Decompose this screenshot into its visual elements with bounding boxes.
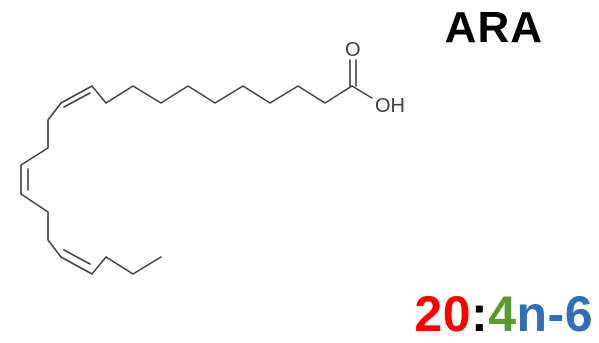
- omega-position: n-6: [516, 286, 593, 342]
- chain-segment-terminal-tail: [91, 256, 162, 275]
- chain-segment-carboxyl-to-first-double-bond: [91, 85, 353, 104]
- chain-segment-first-to-second-double-bond: [20, 102, 62, 166]
- carbon-chain: [20, 85, 353, 275]
- double-bond-2: [20, 164, 29, 195]
- carbonyl-oxygen-label: O: [345, 39, 361, 61]
- notation-colon: :: [471, 286, 489, 342]
- chain-segment-second-to-third-double-bond: [20, 193, 62, 258]
- lipid-notation: 20:4n-6: [414, 289, 593, 339]
- hydroxyl-label: OH: [375, 95, 405, 117]
- double-bond-count: 4: [488, 286, 517, 342]
- double-bond-1: [60, 85, 93, 108]
- double-bond-3: [60, 249, 93, 275]
- fatty-acid-title: ARA: [444, 3, 543, 52]
- carbon-count: 20: [414, 286, 472, 342]
- carboxyl-group: O OH: [345, 39, 405, 117]
- hydroxyl-bond: [351, 85, 373, 99]
